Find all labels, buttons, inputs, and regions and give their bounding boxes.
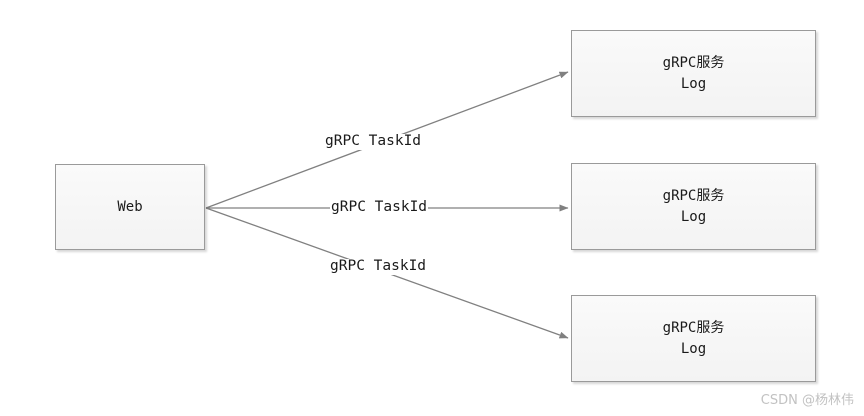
node-grpc-service-log-2-title: gRPC服务 (662, 187, 725, 204)
node-grpc-service-log-3-title: gRPC服务 (662, 319, 725, 336)
node-grpc-service-log-2[interactable]: gRPC服务 Log (571, 163, 816, 250)
node-web-label: Web (117, 198, 143, 215)
node-grpc-service-log-3[interactable]: gRPC服务 Log (571, 295, 816, 382)
node-web[interactable]: Web (55, 164, 205, 250)
node-grpc-service-log-1-title: gRPC服务 (662, 54, 725, 71)
watermark: CSDN @杨林伟 (760, 393, 854, 408)
node-grpc-service-log-2-subtitle: Log (680, 208, 707, 225)
node-grpc-service-log-1-subtitle: Log (680, 75, 707, 92)
edge-label-top: gRPC TaskId (324, 133, 423, 150)
node-grpc-service-log-1[interactable]: gRPC服务 Log (571, 30, 816, 117)
edge-label-bottom: gRPC TaskId (329, 258, 428, 275)
edge-label-middle: gRPC TaskId (330, 199, 429, 216)
node-grpc-service-log-3-subtitle: Log (680, 340, 707, 357)
